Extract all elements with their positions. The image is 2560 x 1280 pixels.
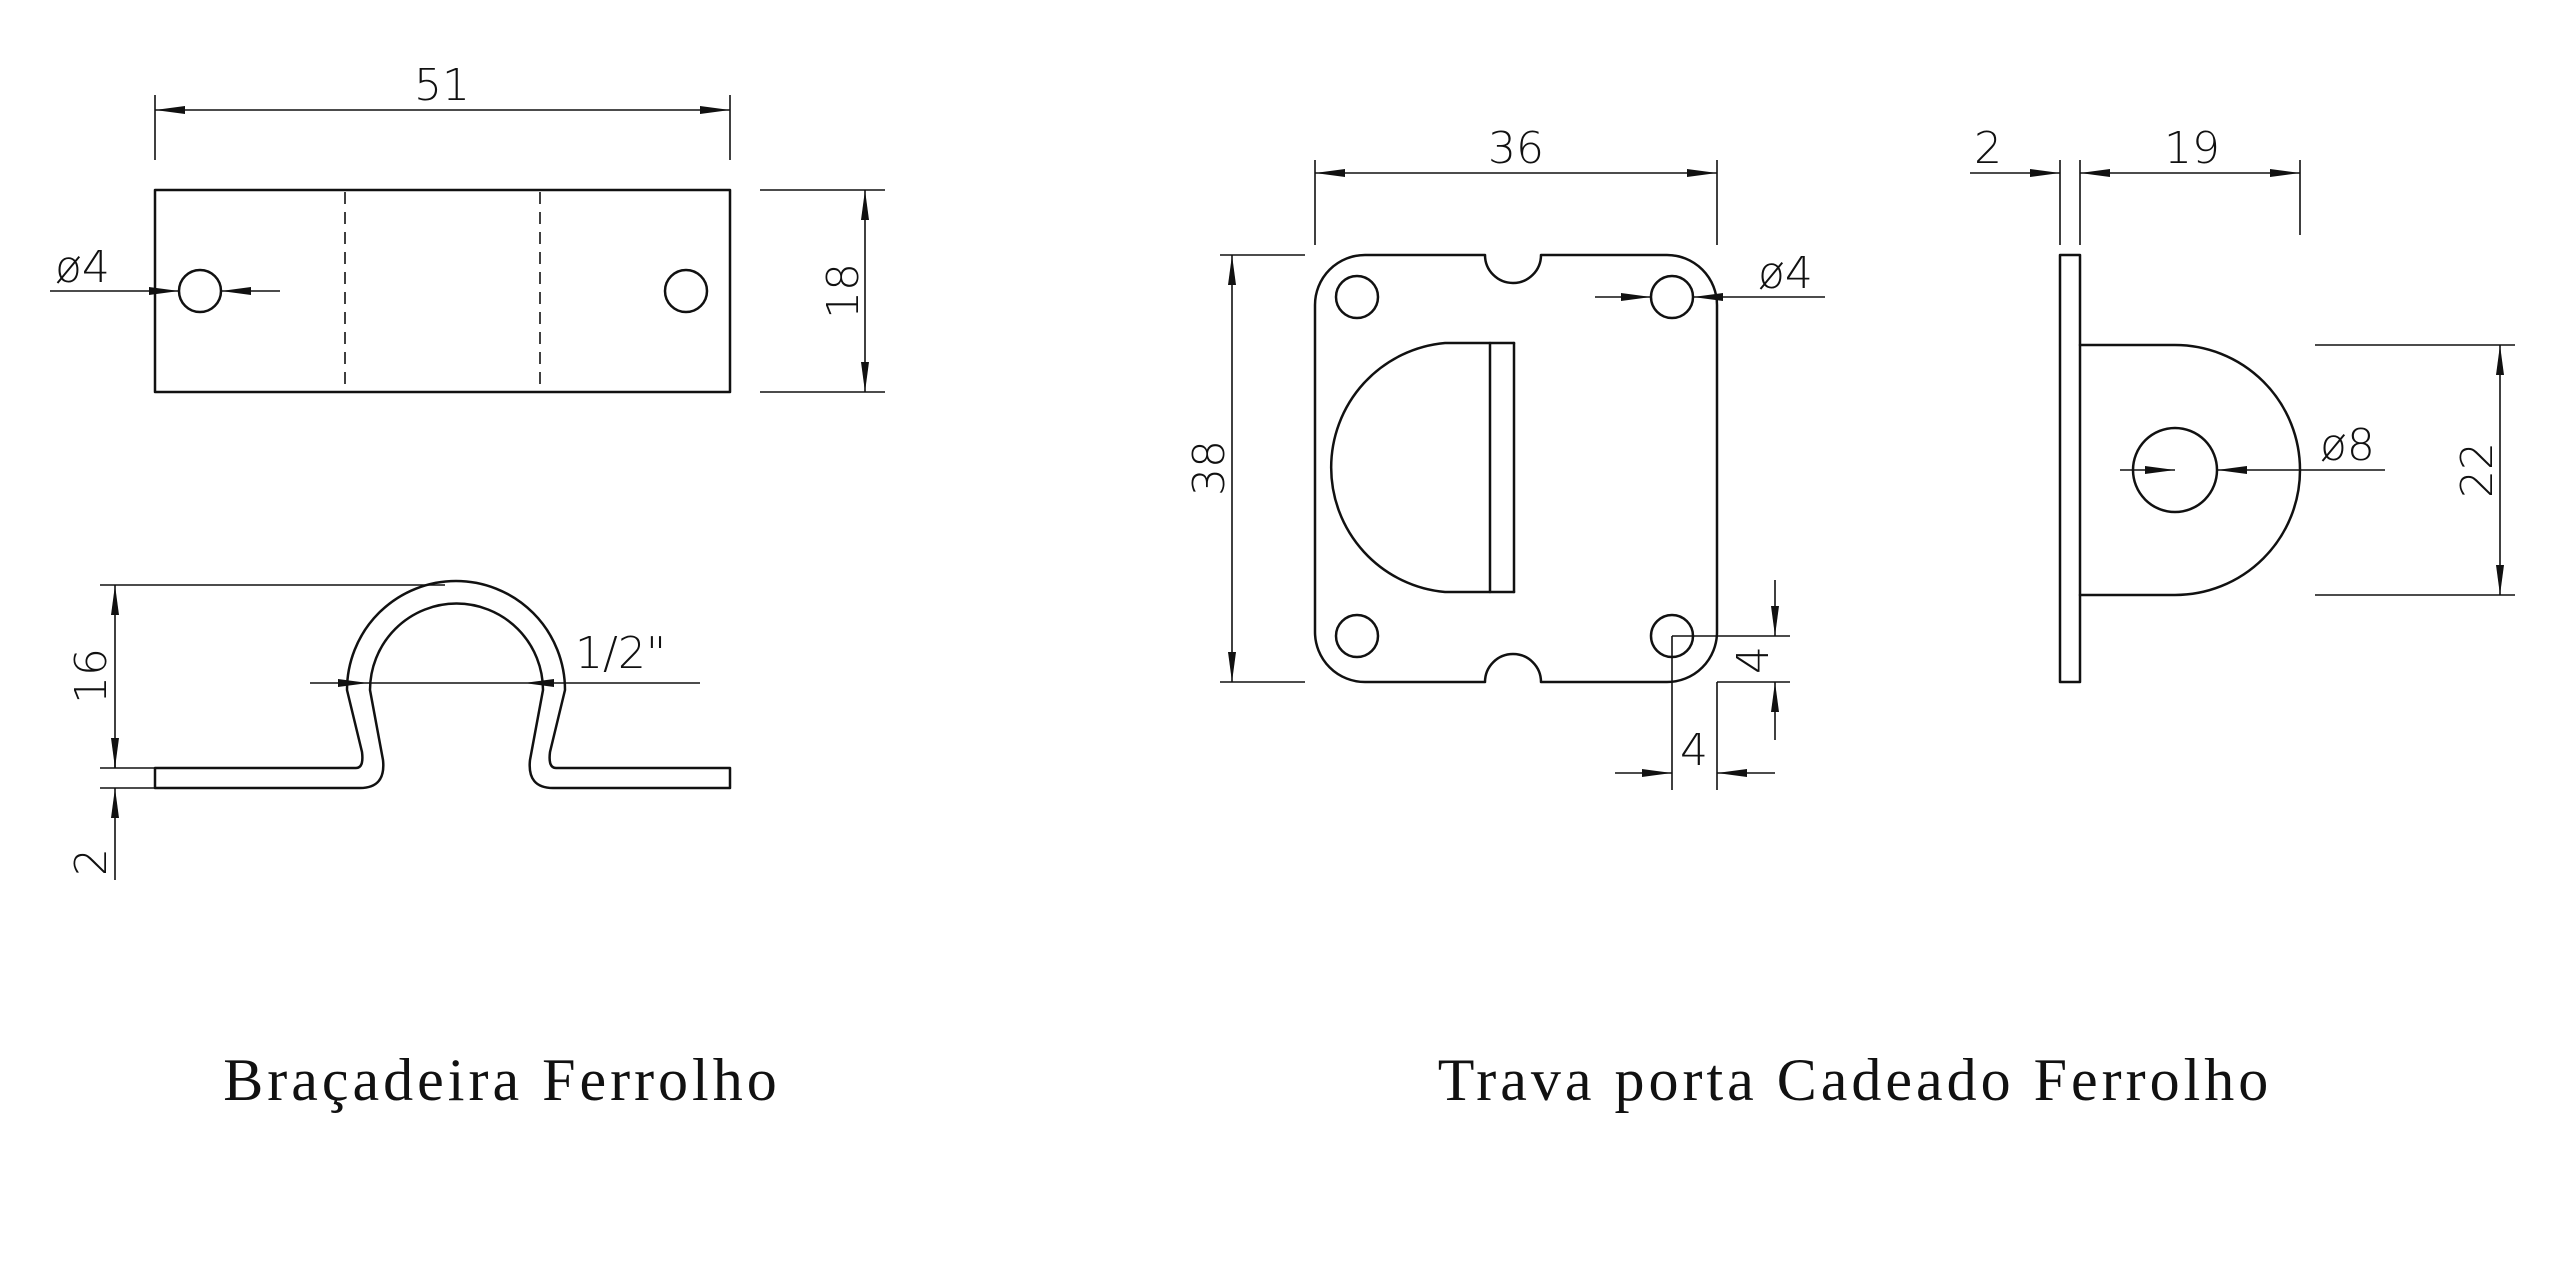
- latch-offset-vertical-dimension: 4: [1672, 580, 1790, 740]
- latch-offset-horizontal-dimension: 4: [1615, 636, 1775, 790]
- latch-caption: Trava porta Cadeado Ferrolho: [1438, 1047, 2273, 1113]
- latch-plate-thickness-dimension: 2: [1970, 123, 2081, 245]
- latch-width-dimension: 36: [1314, 123, 1718, 245]
- latch-offset-vertical-label: 4: [1728, 646, 1779, 674]
- bracket-thickness-dimension: 2: [66, 750, 119, 880]
- latch-offset-horizontal-label: 4: [1680, 725, 1708, 776]
- latch-depth-dimension: 19: [2080, 123, 2301, 235]
- bracket-height-label: 18: [818, 263, 869, 319]
- latch-hole-top-left: [1334, 274, 1380, 320]
- bracket-hole-left: [177, 268, 223, 314]
- latch-eye-hole-dimension: ø8: [2120, 420, 2385, 474]
- latch-plate-outline: [1313, 253, 1719, 684]
- bracket-rise-label: 16: [66, 648, 117, 704]
- bracket-height-dimension: 18: [760, 189, 885, 393]
- bracket-hole-label: ø4: [55, 242, 110, 293]
- bracket-side-view: [153, 579, 732, 790]
- bracket-thickness-label: 2: [66, 848, 117, 876]
- bracket-length-label: 51: [414, 60, 470, 111]
- latch-hole-dimension: ø4: [1595, 248, 1825, 301]
- bracket-hole-dimension: ø4: [50, 242, 280, 295]
- latch-height-dimension: 38: [1184, 254, 1305, 683]
- latch-front-view: [1313, 253, 1719, 684]
- latch-height-label: 38: [1184, 440, 1235, 496]
- latch-side-plate: [2058, 253, 2082, 684]
- bracket-hole-right: [663, 268, 709, 314]
- bracket-length-dimension: 51: [154, 60, 731, 160]
- latch-hole-top-right: [1649, 274, 1695, 320]
- latch-width-label: 36: [1488, 123, 1544, 174]
- latch-plate-thickness-label: 2: [1974, 123, 2002, 174]
- latch-depth-label: 19: [2164, 123, 2220, 174]
- bracket-pipe-label: 1/2": [575, 628, 666, 679]
- bracket-profile-outline: [153, 579, 732, 790]
- latch-hole-bottom-left: [1334, 613, 1380, 659]
- latch-eye-dimension: 22: [2315, 344, 2515, 596]
- latch-eye-label: 22: [2452, 442, 2503, 498]
- latch-eye-tab: [1329, 341, 1492, 594]
- latch-hole-label: ø4: [1758, 248, 1813, 299]
- bracket-rise-dimension: 16: [66, 584, 445, 789]
- bracket-pipe-dimension: 1/2": [310, 628, 700, 687]
- bracket-caption: Braçadeira Ferrolho: [223, 1047, 780, 1113]
- latch-eye-hole-label: ø8: [2320, 420, 2375, 471]
- latch-side-view: [2058, 253, 2302, 684]
